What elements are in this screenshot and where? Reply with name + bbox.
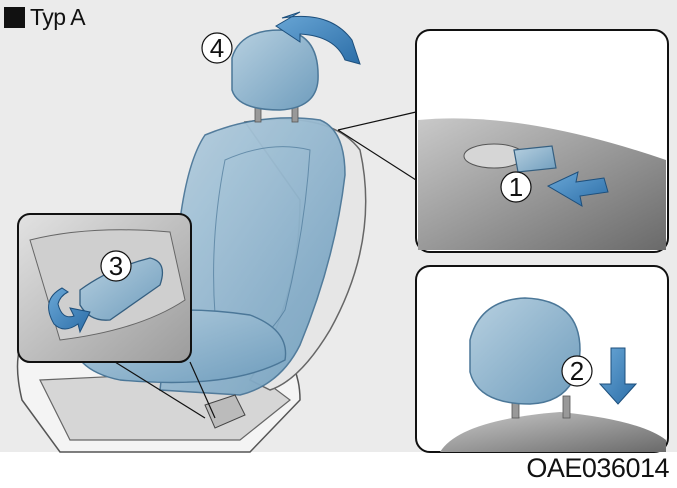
step-label-4: 4 [210, 33, 224, 63]
arrow-rotate-icon [48, 287, 91, 334]
step-marker-1: 1 [500, 171, 532, 203]
step-marker-2: 2 [561, 355, 593, 387]
arrow-down-icon [598, 347, 638, 405]
variant-title: Typ A [4, 4, 86, 31]
inset-lower-headrest [415, 265, 669, 453]
step-circle-4 [201, 32, 233, 64]
main-seat [16, 29, 367, 453]
step-circle-1 [500, 171, 532, 203]
step-circle-2 [561, 355, 593, 387]
callout-line-3a [114, 361, 206, 419]
inset-release-button [337, 29, 669, 253]
step-label-1: 1 [509, 172, 523, 202]
callout-line-1a [337, 111, 417, 131]
inset-post-right [562, 395, 571, 419]
inset-lever [17, 213, 216, 419]
headrest [231, 29, 319, 111]
callout-line-3b [189, 361, 216, 419]
variant-title-text: Typ A [30, 4, 86, 30]
callout-line-1b [337, 129, 417, 181]
step-circle-3 [100, 250, 132, 282]
arrow-up-curved-icon [275, 11, 361, 65]
black-square-icon [4, 7, 25, 28]
step-label-3: 3 [109, 251, 123, 281]
step-marker-4: 4 [201, 32, 233, 64]
release-button [513, 145, 557, 173]
inset-seatback-top [440, 412, 666, 452]
figure-code: OAE036014 [522, 453, 673, 484]
inset-headrest [469, 297, 581, 405]
recline-lever [204, 394, 246, 429]
step-label-2: 2 [570, 356, 584, 386]
arrow-left-icon [546, 171, 609, 207]
backrest-stitching [213, 146, 311, 361]
step-marker-3: 3 [100, 250, 132, 282]
